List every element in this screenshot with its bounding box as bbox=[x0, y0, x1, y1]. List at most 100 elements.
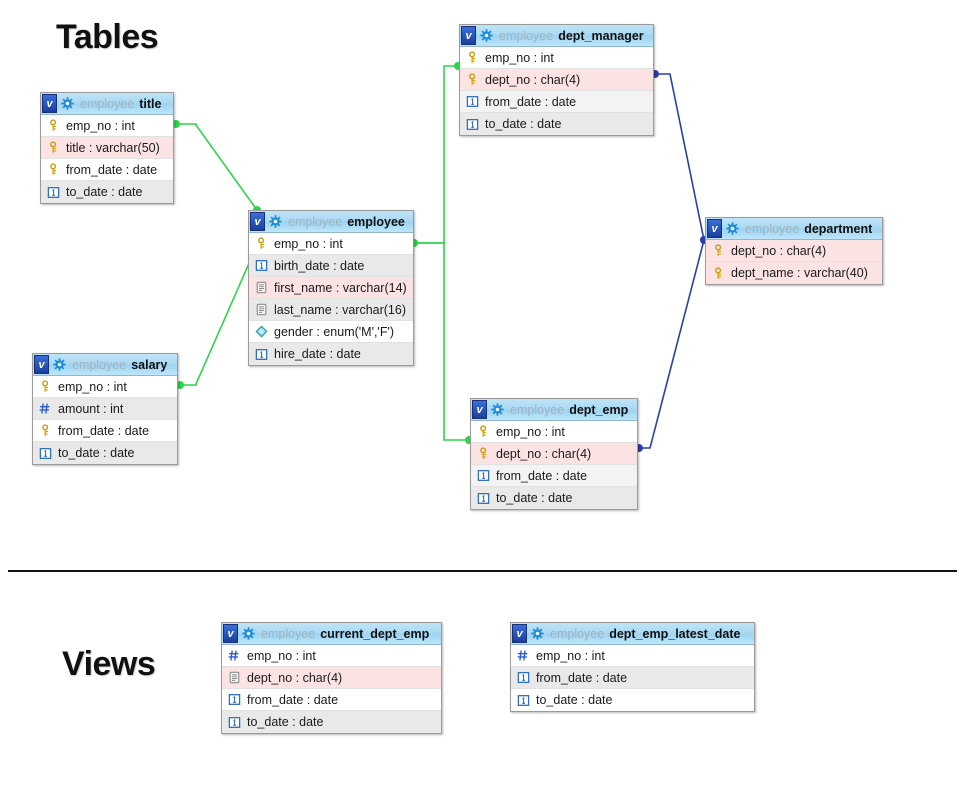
view-badge-icon: v bbox=[707, 219, 722, 238]
column-row[interactable]: emp_no : int bbox=[460, 47, 653, 69]
column-label: to_date : date bbox=[247, 715, 324, 729]
column-label: dept_name : varchar(40) bbox=[731, 266, 868, 280]
column-row[interactable]: from_date : date bbox=[460, 91, 653, 113]
gear-icon bbox=[61, 97, 74, 110]
column-row[interactable]: emp_no : int bbox=[249, 233, 413, 255]
column-row[interactable]: from_date : date bbox=[222, 689, 441, 711]
column-row[interactable]: gender : enum('M','F') bbox=[249, 321, 413, 343]
column-row[interactable]: dept_no : char(4) bbox=[706, 240, 882, 262]
column-row[interactable]: dept_no : char(4) bbox=[460, 69, 653, 91]
num-icon bbox=[228, 650, 239, 661]
column-row[interactable]: emp_no : int bbox=[471, 421, 637, 443]
gear-icon bbox=[491, 403, 504, 416]
column-row[interactable]: emp_no : int bbox=[511, 645, 754, 667]
entity-name: employee bbox=[347, 214, 405, 229]
column-label: to_date : date bbox=[485, 117, 562, 131]
gear-icon bbox=[242, 627, 255, 640]
view-badge-icon: v bbox=[42, 94, 57, 113]
column-label: amount : int bbox=[58, 401, 124, 416]
relation-employee-dept_emp bbox=[410, 239, 473, 444]
column-row[interactable]: dept_name : varchar(40) bbox=[706, 262, 882, 284]
entity-schema-label: employee bbox=[510, 402, 565, 417]
date-icon bbox=[39, 447, 52, 459]
column-row[interactable]: from_date : date bbox=[511, 667, 754, 689]
column-row[interactable]: title : varchar(50) bbox=[41, 137, 173, 159]
column-row[interactable]: hire_date : date bbox=[249, 343, 413, 365]
entity-name: title bbox=[139, 96, 162, 111]
column-row[interactable]: from_date : date bbox=[471, 465, 637, 487]
gear-icon bbox=[726, 222, 739, 235]
date-icon bbox=[255, 260, 268, 271]
column-row[interactable]: from_date : date bbox=[33, 420, 177, 442]
entity-schema-label: employee bbox=[550, 626, 605, 641]
column-label: emp_no : int bbox=[496, 424, 565, 439]
entity-name: salary bbox=[131, 357, 168, 372]
column-row[interactable]: emp_no : int bbox=[222, 645, 441, 667]
key-icon bbox=[715, 244, 722, 256]
gear-icon bbox=[269, 215, 282, 228]
column-row[interactable]: to_date : date bbox=[33, 442, 177, 464]
entity-header-salary[interactable]: v employee salary bbox=[33, 354, 177, 376]
column-row[interactable]: to_date : date bbox=[222, 711, 441, 733]
column-label: dept_no : char(4) bbox=[731, 243, 827, 258]
column-row[interactable]: emp_no : int bbox=[33, 376, 177, 398]
entity-name: department bbox=[804, 221, 873, 236]
column-label: hire_date : date bbox=[274, 347, 361, 361]
column-label: gender : enum('M','F') bbox=[274, 324, 395, 339]
entity-department[interactable]: v employee department dept_no : char(4) dept… bbox=[705, 217, 883, 285]
key-icon bbox=[42, 380, 49, 392]
column-label: emp_no : int bbox=[58, 379, 127, 394]
entity-schema-label: employee bbox=[72, 357, 127, 372]
column-row[interactable]: to_date : date bbox=[41, 181, 173, 203]
entity-header-dept_manager[interactable]: v employee dept_manager bbox=[460, 25, 653, 47]
entity-columns: emp_no : int birth_date : date first_name … bbox=[249, 233, 413, 365]
column-row[interactable]: last_name : varchar(16) bbox=[249, 299, 413, 321]
view-badge-icon: v bbox=[472, 400, 487, 419]
entity-salary[interactable]: v employee salary emp_no : int amount : int f… bbox=[32, 353, 178, 465]
view-badge-icon: v bbox=[461, 26, 476, 45]
gear-icon bbox=[480, 29, 493, 42]
column-row[interactable]: amount : int bbox=[33, 398, 177, 420]
column-row[interactable]: to_date : date bbox=[471, 487, 637, 509]
entity-header-department[interactable]: v employee department bbox=[706, 218, 882, 240]
key-icon bbox=[50, 163, 57, 175]
column-row[interactable]: birth_date : date bbox=[249, 255, 413, 277]
entity-schema-label: employee bbox=[745, 221, 800, 236]
key-icon bbox=[469, 51, 476, 63]
view-badge-icon: v bbox=[34, 355, 49, 374]
column-label: title : varchar(50) bbox=[66, 140, 160, 155]
column-label: emp_no : int bbox=[274, 236, 343, 251]
column-row[interactable]: first_name : varchar(14) bbox=[249, 277, 413, 299]
relation-employee-dept_manager bbox=[410, 62, 462, 247]
entity-name: current_dept_emp bbox=[320, 626, 430, 641]
key-icon bbox=[480, 447, 487, 459]
column-row[interactable]: to_date : date bbox=[460, 113, 653, 135]
column-row[interactable]: emp_no : int bbox=[41, 115, 173, 137]
column-label: birth_date : date bbox=[274, 258, 365, 273]
entity-schema-label: employee bbox=[499, 28, 554, 43]
view-badge-icon: v bbox=[223, 624, 238, 643]
column-row[interactable]: to_date : date bbox=[511, 689, 754, 711]
column-label: from_date : date bbox=[58, 423, 150, 438]
entity-name: dept_manager bbox=[558, 28, 644, 43]
column-row[interactable]: dept_no : char(4) bbox=[471, 443, 637, 465]
column-row[interactable]: dept_no : char(4) bbox=[222, 667, 441, 689]
date-icon bbox=[47, 186, 60, 198]
column-row[interactable]: from_date : date bbox=[41, 159, 173, 181]
text-icon bbox=[256, 303, 267, 316]
column-label: first_name : varchar(14) bbox=[274, 280, 407, 295]
view-badge-icon: v bbox=[512, 624, 527, 643]
